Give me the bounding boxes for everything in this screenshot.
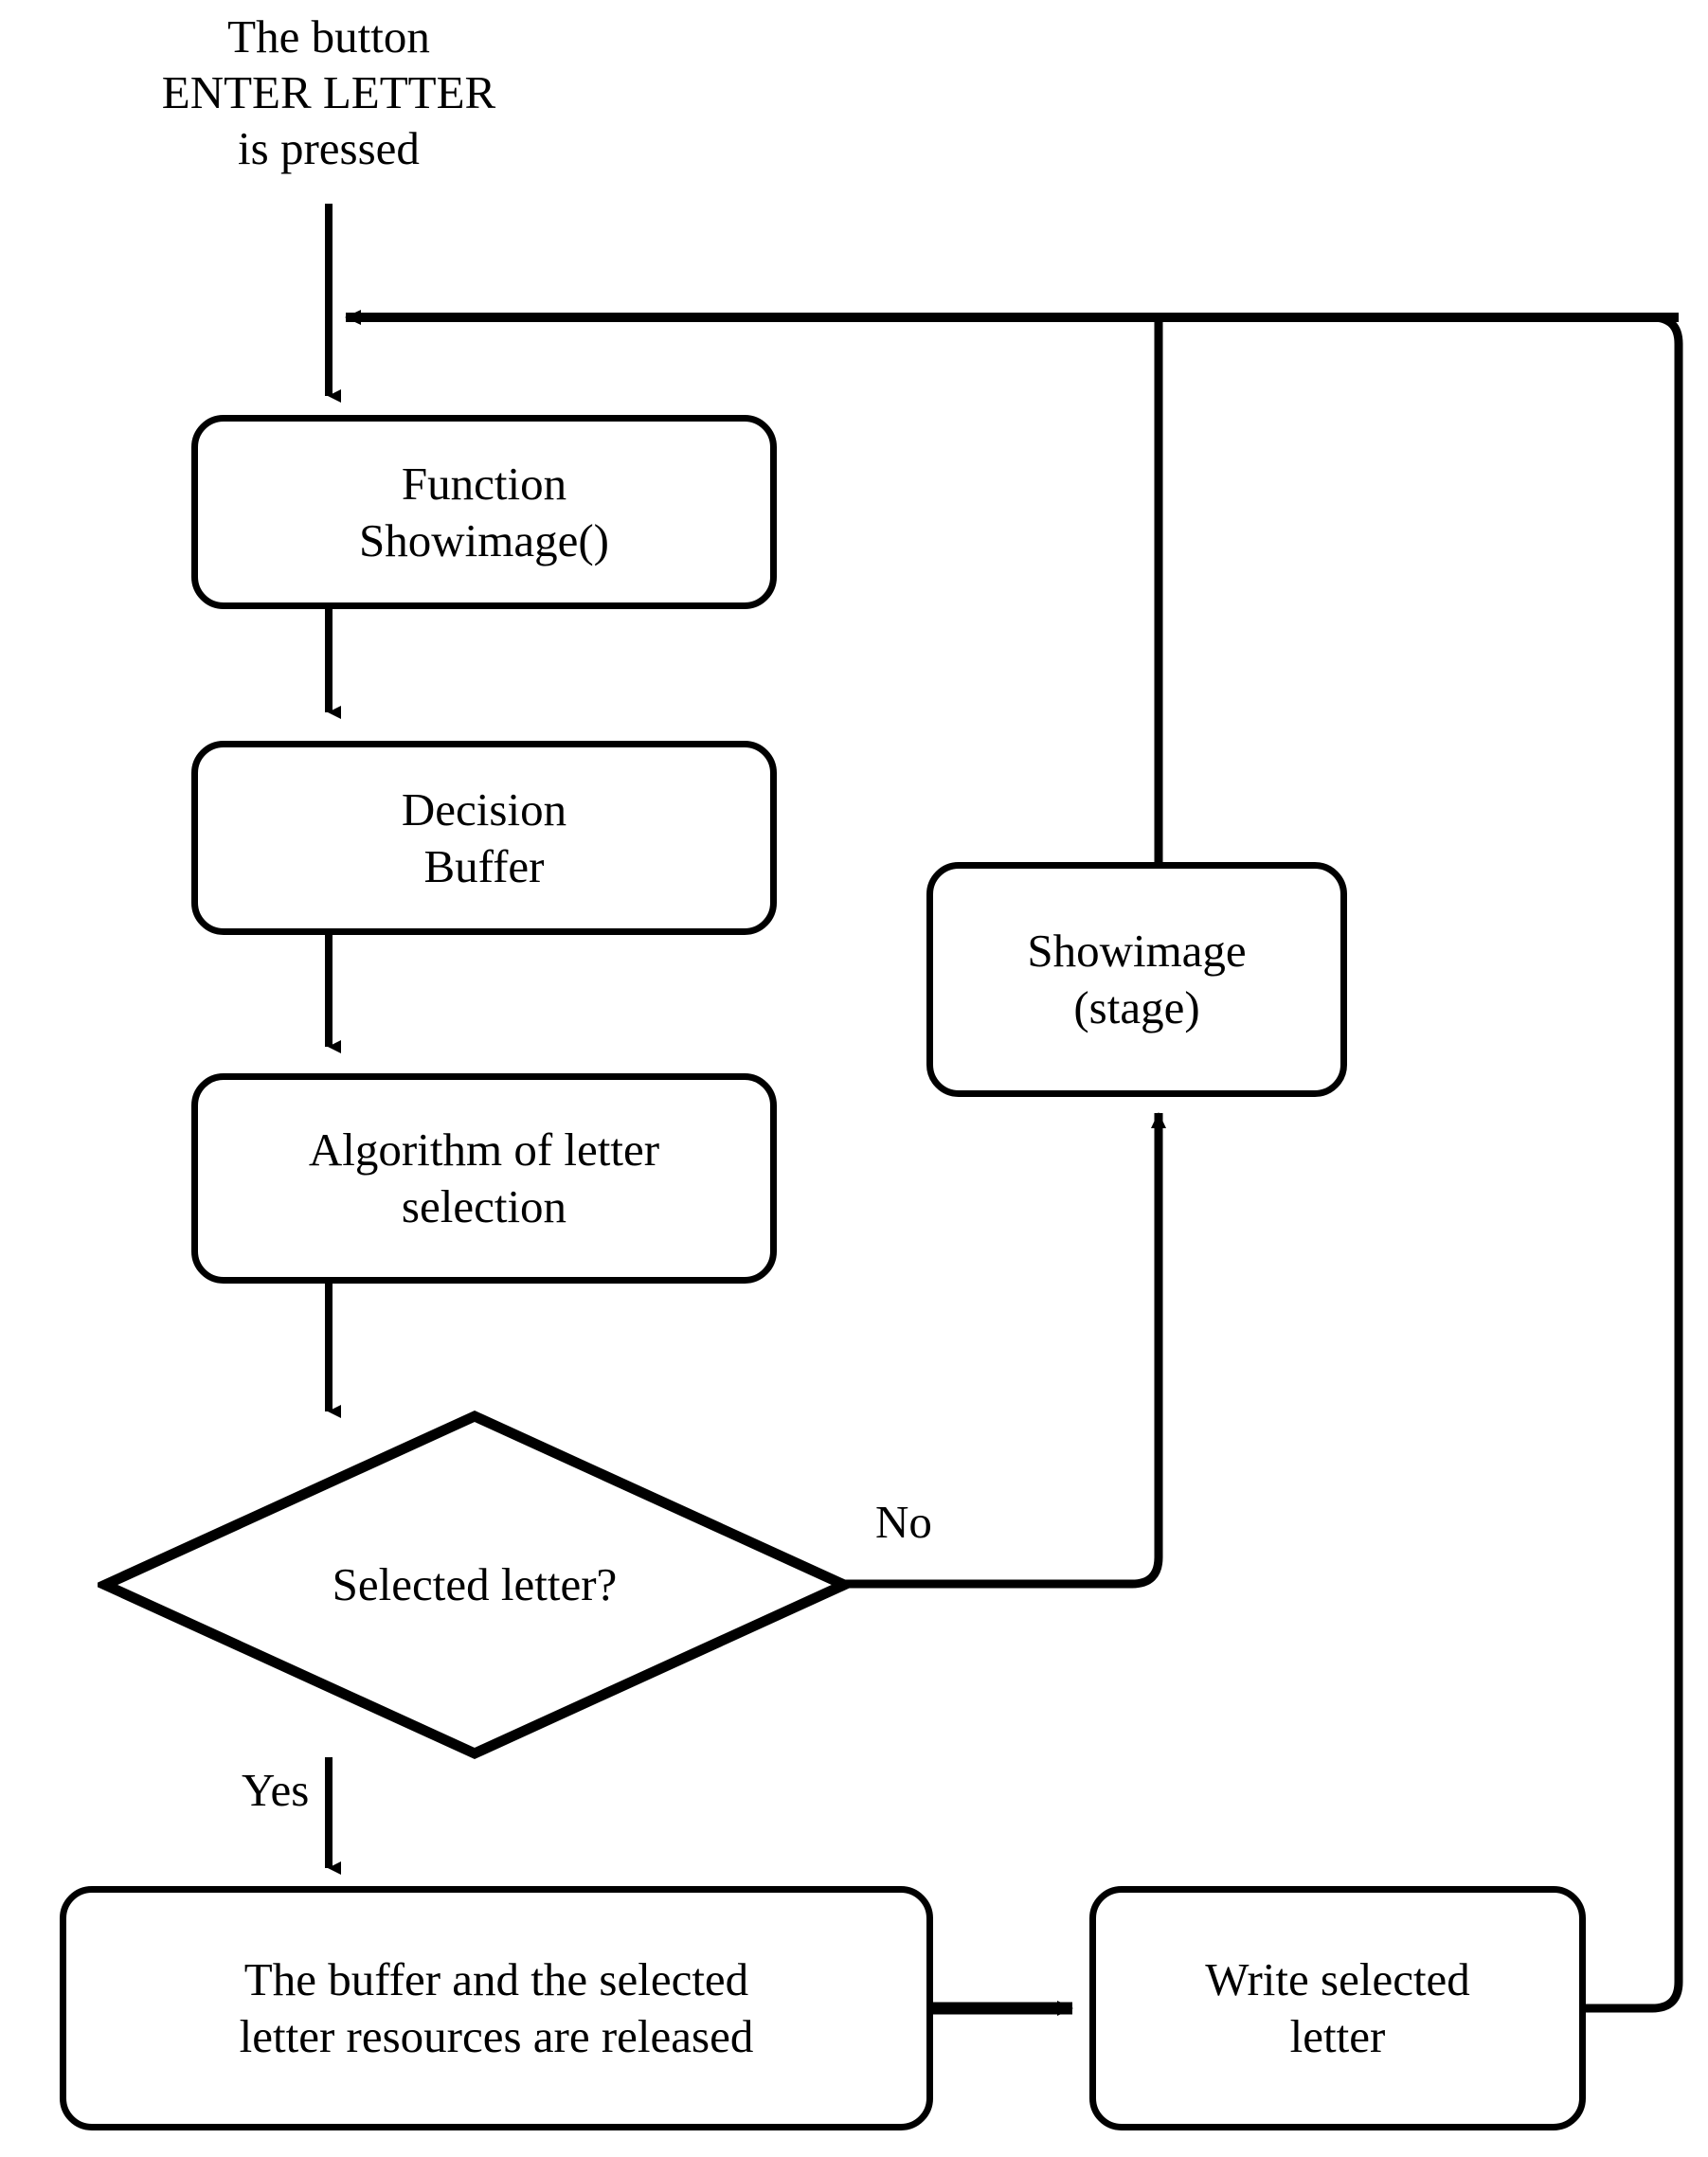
node-function-showimage-label: Function Showimage()	[359, 457, 609, 566]
edge-write-to-topbus	[1586, 313, 1683, 2013]
edge-label-no: No	[875, 1496, 932, 1548]
node-function-showimage[interactable]: Function Showimage()	[191, 415, 777, 609]
node-decision-buffer-label: Decision Buffer	[401, 782, 567, 892]
node-release-resources[interactable]: The buffer and the selected letter resou…	[60, 1886, 933, 2130]
start-text: The button ENTER LETTER is pressed	[161, 10, 496, 174]
edge-label-yes: Yes	[242, 1764, 310, 1816]
node-decision-buffer[interactable]: Decision Buffer	[191, 741, 777, 935]
node-showimage-stage[interactable]: Showimage (stage)	[926, 862, 1347, 1097]
node-write-selected-letter[interactable]: Write selected letter	[1089, 1886, 1586, 2130]
node-algorithm-of-letter-selection-label: Algorithm of letter selection	[308, 1123, 660, 1232]
node-showimage-stage-label: Showimage (stage)	[1027, 925, 1247, 1034]
edge-top-return-bus	[325, 227, 1679, 388]
node-selected-letter[interactable]	[98, 1409, 852, 1761]
node-selected-letter-label: Selected letter?	[332, 1558, 618, 1610]
node-algorithm-of-letter-selection[interactable]: Algorithm of letter selection	[191, 1073, 777, 1284]
node-write-selected-letter-label: Write selected letter	[1205, 1953, 1470, 2062]
node-release-resources-label: The buffer and the selected letter resou…	[239, 1953, 754, 2062]
